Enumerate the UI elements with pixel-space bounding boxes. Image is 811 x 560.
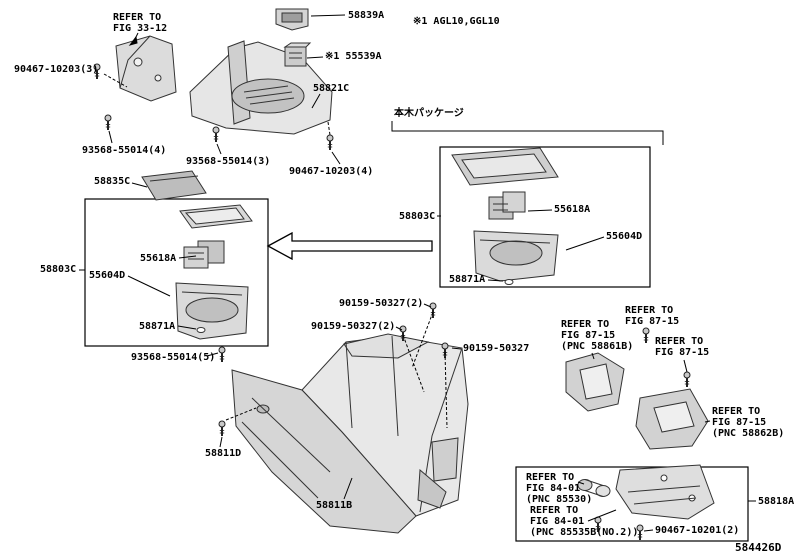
part-55618A-left: 55618A bbox=[140, 253, 177, 264]
bracket-plate-art bbox=[615, 464, 715, 520]
refer-fig-87-15-58862B: REFER TO FIG 87-15 (PNC 58862B) bbox=[712, 406, 785, 439]
part-58818A: 58818A bbox=[758, 496, 795, 507]
part-90159-50327: 90159-50327 bbox=[463, 343, 530, 354]
refer-fig-33-12: REFER TO FIG 33-12 bbox=[113, 12, 168, 34]
refer-fig-87-15-a: REFER TO FIG 87-15 bbox=[625, 305, 680, 327]
note-wood-package: 本木パッケージ bbox=[394, 108, 464, 119]
part-58811D: 58811D bbox=[205, 448, 242, 459]
refer-fig-84-01-85530: REFER TO FIG 84-01 (PNC 85530) bbox=[526, 472, 593, 505]
part-90467-10203-4: 90467-10203(4) bbox=[289, 166, 374, 177]
refer-fig-87-15-58861B: REFER TO FIG 87-15 (PNC 58861B) bbox=[561, 319, 634, 352]
wood-package-bracket bbox=[391, 121, 664, 145]
part-58839A: 58839A bbox=[348, 10, 385, 21]
note-agl10: ※1 AGL10,GGL10 bbox=[413, 16, 500, 27]
part-90467-10201-2: 90467-10201(2) bbox=[655, 525, 740, 536]
diagram-code: 584426D bbox=[735, 541, 782, 554]
leader-lines bbox=[79, 14, 756, 532]
part-55539A: ※1 55539A bbox=[325, 51, 382, 62]
bracket-part-art bbox=[115, 35, 177, 102]
duct-58862B-art bbox=[635, 388, 709, 450]
part-58821C: 58821C bbox=[313, 83, 350, 94]
part-58839A-art bbox=[275, 8, 309, 31]
console-body-art bbox=[231, 333, 469, 534]
part-58871A-right: 58871A bbox=[449, 274, 486, 285]
part-58835C-art bbox=[141, 170, 207, 201]
duct-58861B-art bbox=[565, 352, 625, 412]
left-assembly-art bbox=[175, 204, 253, 340]
part-58835C: 58835C bbox=[94, 176, 131, 187]
part-55604D-left: 55604D bbox=[89, 270, 126, 281]
part-93568-55014-3: 93568-55014(3) bbox=[186, 156, 271, 167]
part-58811B: 58811B bbox=[316, 500, 353, 511]
part-93568-55014-4: 93568-55014(4) bbox=[82, 145, 167, 156]
part-90467-10203-3: 90467-10203(3) bbox=[14, 64, 99, 75]
right-assembly-frame bbox=[439, 146, 651, 288]
upper-panel-art bbox=[189, 40, 333, 135]
left-assembly-frame bbox=[84, 198, 269, 347]
part-58803C-right: 58803C bbox=[399, 211, 436, 222]
part-55604D-right: 55604D bbox=[606, 231, 643, 242]
refer-fig-87-15-b: REFER TO FIG 87-15 bbox=[655, 336, 710, 358]
power-outlet-art bbox=[577, 479, 611, 497]
refer-fig-84-01-85535B: REFER TO FIG 84-01 (PNC 85535B(NO.2)) bbox=[530, 505, 639, 538]
assembly-frames bbox=[84, 121, 749, 542]
part-93568-55014-5: 93568-55014(5) bbox=[131, 352, 216, 363]
right-assembly-art bbox=[451, 147, 559, 285]
part-58871A-left: 58871A bbox=[139, 321, 176, 332]
part-55539A-art bbox=[283, 42, 312, 67]
part-55618A-right: 55618A bbox=[554, 204, 591, 215]
bottom-assembly-frame bbox=[515, 466, 749, 542]
direction-arrow bbox=[266, 231, 433, 261]
part-90159-50327-2b: 90159-50327(2) bbox=[311, 321, 396, 332]
part-90159-50327-2a: 90159-50327(2) bbox=[339, 298, 424, 309]
part-58803C-left: 58803C bbox=[40, 264, 77, 275]
